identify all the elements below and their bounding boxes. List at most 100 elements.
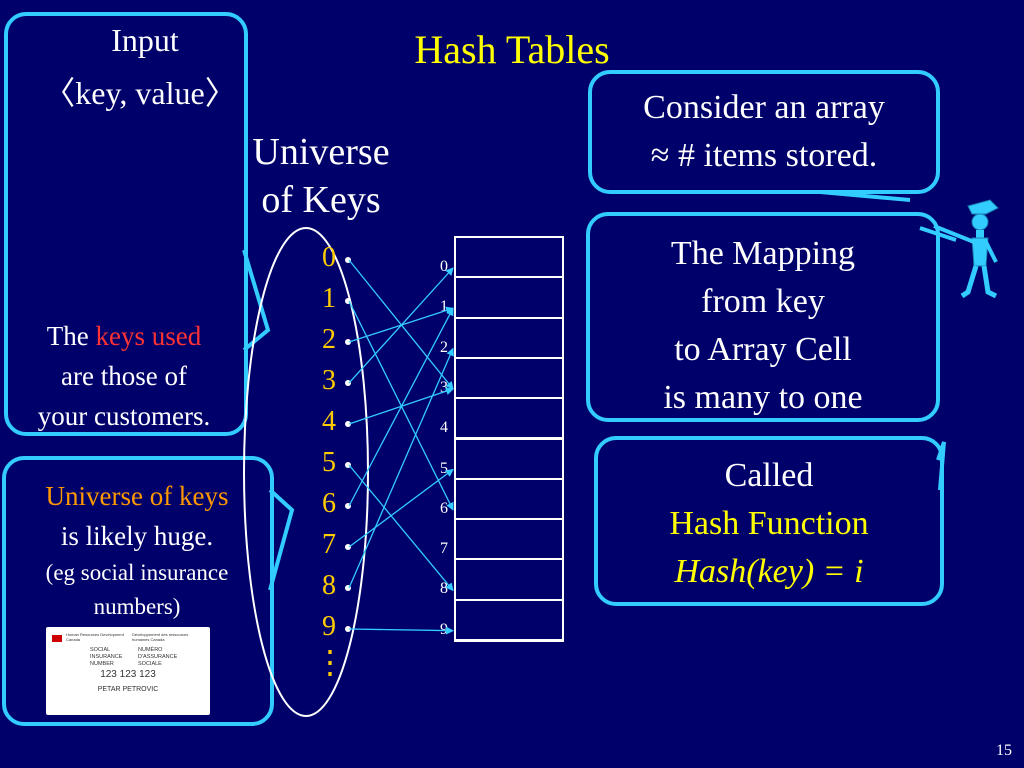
- array-cell-4: [456, 399, 562, 438]
- array-cell-7: [456, 520, 562, 559]
- keys-ellipsis: ⋮: [314, 644, 346, 680]
- universe-of-keys-label: Universe of Keys: [236, 128, 406, 224]
- hash-function-callout: [594, 436, 944, 606]
- key-dot-5: [345, 462, 351, 468]
- arrow-key-7-to-cell-5: [348, 468, 454, 548]
- universe-example-text: (eg social insurance numbers): [10, 556, 264, 624]
- mapping-callout-tail: [919, 226, 957, 242]
- text-keys-used: keys used: [95, 321, 202, 351]
- text-the: The: [46, 321, 96, 351]
- arrow-key-3-to-cell-0: [348, 267, 454, 384]
- sin-card-icon: Human Resources Development Canada Dével…: [46, 627, 210, 715]
- key-7: 7: [322, 529, 336, 560]
- array-cell-6: [456, 479, 562, 519]
- text-numbers: numbers): [93, 594, 181, 619]
- sin-number: 123 123 123: [100, 669, 156, 680]
- key-dot-7: [345, 544, 351, 550]
- pirate-figure-icon: [933, 199, 999, 299]
- mapping-line2: from key: [701, 283, 825, 320]
- array-index-8: 8: [440, 580, 448, 598]
- text-your-customers: your customers.: [37, 401, 211, 431]
- key-dot-2: [345, 339, 351, 345]
- slide-title: Hash Tables: [414, 27, 610, 72]
- page-number: 15: [996, 742, 1012, 759]
- key-dot-9: [345, 626, 351, 632]
- key-1: 1: [322, 283, 336, 314]
- text-universe-of-keys: Universe of keys: [45, 481, 229, 511]
- arrow-key-6-to-cell-1: [348, 307, 454, 507]
- key-4: 4: [322, 406, 336, 437]
- arrow-key-8-to-cell-2: [348, 347, 454, 589]
- key-5: 5: [322, 447, 336, 478]
- array-cell-3: [456, 358, 562, 398]
- key-dot-6: [345, 503, 351, 509]
- text-eg-sin: (eg social insurance: [45, 560, 229, 585]
- universe-ellipse: [243, 227, 369, 717]
- mapping-line1: The Mapping: [670, 235, 856, 272]
- input-label: Input: [111, 22, 179, 58]
- array-index-4: 4: [440, 419, 448, 437]
- hash-text: Called Hash Function Hash(key) = i: [596, 452, 942, 596]
- sin-label-fr: NUMÉRO D'ASSURANCE SOCIALE: [138, 647, 178, 667]
- of-keys-word: of Keys: [261, 179, 381, 221]
- key-3: 3: [322, 365, 336, 396]
- hash-function-label: Hash Function: [669, 505, 869, 542]
- array-cell-8: [456, 560, 562, 599]
- array-index-6: 6: [440, 499, 448, 517]
- array-index-3: 3: [440, 378, 448, 396]
- universe-text: Universe of keys is likely huge.: [6, 476, 268, 556]
- array-cell-1: [456, 278, 562, 317]
- consider-line2: ≈ # items stored.: [650, 137, 878, 174]
- input-callout: [4, 12, 248, 436]
- mapping-line4: is many to one: [663, 379, 863, 416]
- universe-callout-tail: [268, 490, 295, 591]
- array-cell-9: [456, 600, 562, 639]
- text-likely-huge: is likely huge.: [60, 521, 214, 551]
- sin-label-en: SOCIAL INSURANCE NUMBER: [90, 647, 123, 667]
- sin-header-left: Human Resources Development Canada: [66, 632, 124, 642]
- array-index-0: 0: [440, 258, 448, 275]
- mapping-line3: to Array Cell: [674, 331, 852, 368]
- text-are-those-of: are those of: [61, 361, 187, 391]
- consider-callout: [588, 70, 940, 194]
- keys-used-text: The keys used are those of your customer…: [6, 316, 242, 436]
- called-label: Called: [724, 457, 814, 494]
- arrow-key-1-to-cell-6: [348, 300, 454, 511]
- input-callout-tail: [242, 250, 271, 352]
- array-index-7: 7: [440, 540, 448, 558]
- arrow-key-0-to-cell-3: [348, 259, 454, 390]
- key-dot-8: [345, 585, 351, 591]
- hash-callout-tail: [936, 441, 946, 491]
- key-dot-0: [345, 257, 351, 263]
- arrow-key-9-to-cell-9: [348, 626, 454, 635]
- array-cell-0: [456, 238, 562, 277]
- consider-line1: Consider an array: [643, 89, 885, 126]
- hash-array: [454, 236, 564, 642]
- hash-formula: Hash(key) = i: [674, 553, 864, 590]
- array-cell-5: [456, 439, 562, 478]
- key-dot-1: [345, 298, 351, 304]
- universe-callout: [2, 456, 274, 726]
- consider-callout-tail: [820, 190, 911, 202]
- key-9: 9: [322, 611, 336, 642]
- key-0: 0: [322, 242, 336, 273]
- key-6: 6: [322, 488, 336, 519]
- sin-name: PETAR PETROVIC: [97, 686, 159, 693]
- consider-text: Consider an array ≈ # items stored.: [590, 84, 938, 180]
- key-dot-4: [345, 421, 351, 427]
- key-value-label: 〈key, value〉: [43, 75, 237, 111]
- array-cell-2: [456, 318, 562, 357]
- key-dot-3: [345, 380, 351, 386]
- array-index-1: 1: [440, 298, 448, 316]
- mapping-callout: [586, 212, 940, 422]
- mapping-text: The Mapping from key to Array Cell is ma…: [588, 230, 938, 422]
- array-index-5: 5: [440, 459, 448, 477]
- canada-flag-icon: [52, 635, 62, 642]
- universe-word: Universe: [252, 131, 390, 173]
- array-index-9: 9: [440, 620, 448, 638]
- key-8: 8: [322, 570, 336, 601]
- key-2: 2: [322, 324, 336, 355]
- arrow-key-5-to-cell-8: [348, 464, 454, 592]
- array-index-2: 2: [440, 338, 448, 356]
